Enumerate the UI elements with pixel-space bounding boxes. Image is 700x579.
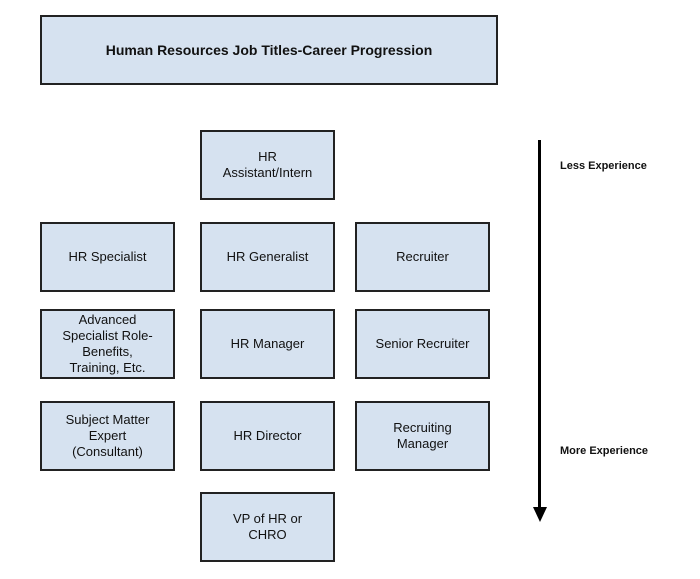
box-hr-director: HR Director: [200, 401, 335, 471]
box-advanced-specialist: Advanced Specialist Role- Benefits, Trai…: [40, 309, 175, 379]
box-hr-specialist: HR Specialist: [40, 222, 175, 292]
box-hr-generalist: HR Generalist: [200, 222, 335, 292]
box-subject-matter-expert: Subject Matter Expert (Consultant): [40, 401, 175, 471]
box-hr-manager: HR Manager: [200, 309, 335, 379]
box-vp-of-hr-or-chro: VP of HR or CHRO: [200, 492, 335, 562]
experience-arrow-down-icon: [532, 507, 547, 522]
diagram-title: Human Resources Job Titles-Career Progre…: [40, 15, 498, 85]
box-hr-assistant-intern: HR Assistant/Intern: [200, 130, 335, 200]
box-recruiter: Recruiter: [355, 222, 490, 292]
experience-arrow-line: [538, 140, 541, 508]
more-experience-label: More Experience: [560, 445, 649, 457]
box-senior-recruiter: Senior Recruiter: [355, 309, 490, 379]
box-recruiting-manager: Recruiting Manager: [355, 401, 490, 471]
less-experience-label: Less Experience: [560, 160, 647, 172]
